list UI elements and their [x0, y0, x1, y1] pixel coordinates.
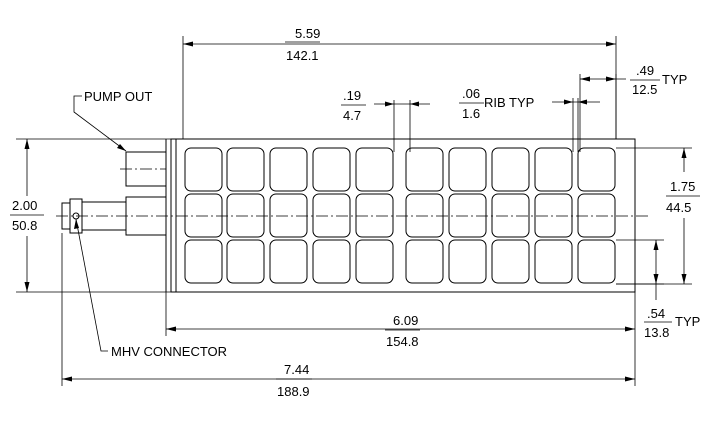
- leader-line: [73, 95, 127, 152]
- arrow-icon: [410, 101, 419, 107]
- dim-overall-body-length: 5.59 142.1: [182, 26, 617, 139]
- leader-mhv-connector: MHV CONNECTOR: [74, 218, 227, 359]
- grid-cell: [577, 239, 616, 284]
- dim-value-mm: 142.1: [286, 48, 319, 63]
- grid-cell: [577, 193, 616, 238]
- grid-cell: [226, 147, 265, 192]
- dim-value-in: .06: [462, 86, 480, 101]
- dim-value-in: 7.44: [284, 362, 309, 377]
- grid-cell: [534, 193, 573, 238]
- dim-value-in: .49: [636, 63, 654, 78]
- dim-value-in: 5.59: [295, 26, 320, 41]
- grid-cell: [534, 239, 573, 284]
- arrow-icon: [74, 219, 79, 229]
- dim-value-mm: 44.5: [666, 200, 691, 215]
- arrow-icon: [62, 376, 72, 382]
- arrow-icon: [606, 41, 616, 47]
- arrow-icon: [24, 282, 30, 292]
- grid-cell: [355, 239, 394, 284]
- dim-pocket-height: .54 13.8 TYP: [616, 239, 700, 340]
- grid-cell: [448, 193, 487, 238]
- dim-value-mm: 1.6: [462, 106, 480, 121]
- grid-cell: [491, 239, 530, 284]
- arrow-icon: [681, 274, 687, 284]
- main-body: [165, 138, 636, 293]
- dim-overall-length: 7.44 188.9: [61, 233, 636, 399]
- dim-end-wall: .49 12.5 TYP: [579, 63, 687, 152]
- grid-cell: [448, 239, 487, 284]
- grid-cell: [269, 193, 308, 238]
- grid-cell: [355, 193, 394, 238]
- arrow-icon: [385, 101, 394, 107]
- grid-cell: [577, 147, 616, 192]
- arrow-icon: [183, 41, 193, 47]
- grid-cell: [269, 147, 308, 192]
- grid-cell: [184, 193, 223, 238]
- pump-out-tube: [120, 151, 167, 187]
- dim-value-mm: 4.7: [343, 108, 361, 123]
- arrow-icon: [681, 148, 687, 158]
- body-outline: [170, 138, 636, 293]
- grid-cell: [269, 239, 308, 284]
- grid-cell: [184, 147, 223, 192]
- dim-value-in: .54: [647, 306, 665, 321]
- dim-value-in: 1.75: [670, 179, 695, 194]
- leader-pump-out: PUMP OUT: [73, 89, 152, 152]
- grid-cell: [184, 239, 223, 284]
- grid-cell: [405, 147, 444, 192]
- arrow-icon: [24, 139, 30, 149]
- cell-grid: [184, 147, 616, 284]
- typ-label: TYP: [662, 72, 687, 87]
- dim-flange-to-end: 6.09 154.8: [165, 292, 636, 350]
- typ-label: TYP: [675, 314, 700, 329]
- arrow-icon: [625, 326, 635, 332]
- arrow-icon: [606, 76, 616, 82]
- grid-cell: [491, 147, 530, 192]
- arrow-icon: [580, 76, 590, 82]
- arrow-icon: [564, 99, 573, 105]
- grid-cell: [448, 147, 487, 192]
- grid-cell: [226, 193, 265, 238]
- arrow-icon: [166, 326, 176, 332]
- dim-value-in: 6.09: [393, 313, 418, 328]
- mhv-connector-label: MHV CONNECTOR: [111, 344, 227, 359]
- grid-cell: [491, 193, 530, 238]
- dim-value-mm: 154.8: [386, 334, 419, 349]
- grid-cell: [534, 147, 573, 192]
- rib-typ-label: RIB TYP: [484, 95, 534, 110]
- leader-line: [75, 218, 108, 352]
- arrow-icon: [578, 99, 587, 105]
- pump-out-label: PUMP OUT: [84, 89, 152, 104]
- dim-overall-height: 2.00 50.8: [10, 138, 171, 293]
- dim-cell-width: .19 4.7: [341, 88, 430, 152]
- arrow-icon: [625, 376, 635, 382]
- grid-cell: [405, 239, 444, 284]
- dim-value-mm: 188.9: [277, 384, 310, 399]
- grid-cell: [312, 239, 351, 284]
- dim-value-in: .19: [343, 88, 361, 103]
- grid-cell: [226, 239, 265, 284]
- grid-cell: [405, 193, 444, 238]
- grid-cell: [312, 193, 351, 238]
- dim-value-mm: 13.8: [644, 325, 669, 340]
- dim-rib-thickness: .06 1.6 RIB TYP: [459, 86, 600, 152]
- arrow-icon: [653, 240, 659, 250]
- arrow-icon: [117, 144, 126, 151]
- arrow-icon: [653, 274, 659, 284]
- dim-inner-height: 1.75 44.5: [616, 147, 700, 285]
- dim-value-mm: 12.5: [632, 82, 657, 97]
- dim-value-mm: 50.8: [12, 218, 37, 233]
- grid-cell: [355, 147, 394, 192]
- grid-cell: [312, 147, 351, 192]
- dim-value-in: 2.00: [12, 198, 37, 213]
